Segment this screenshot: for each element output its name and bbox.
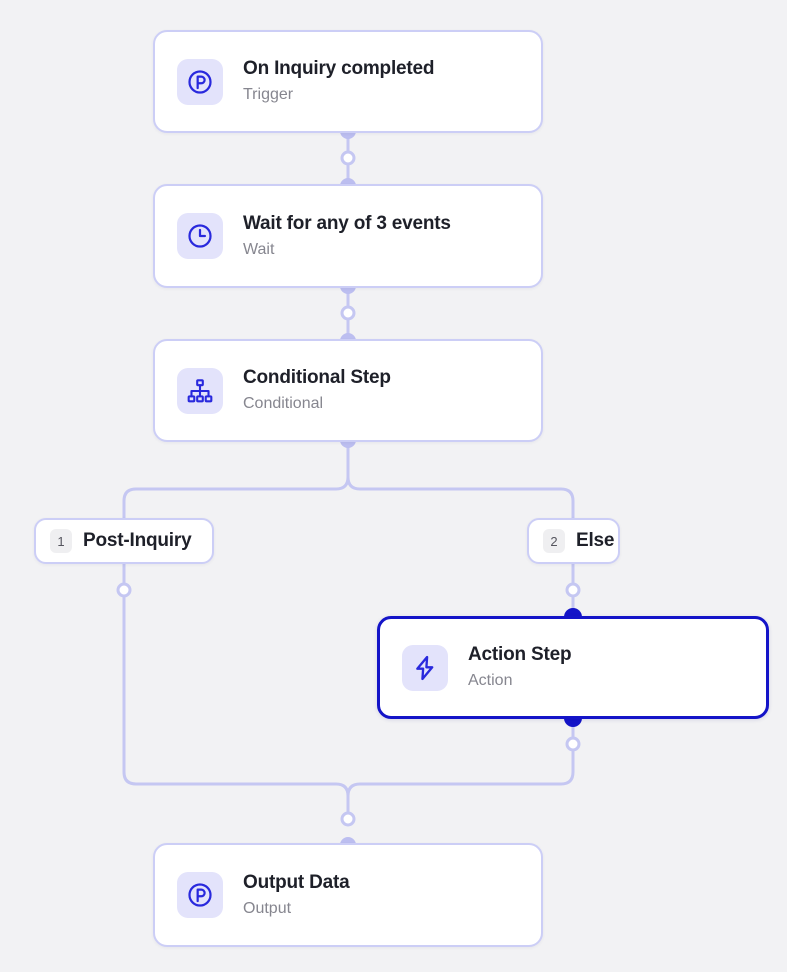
- node-conditional[interactable]: Conditional Step Conditional: [153, 339, 543, 442]
- connector-add-node-handle-merge[interactable]: [340, 811, 356, 827]
- connector-split-left: [122, 438, 350, 521]
- node-action[interactable]: Action Step Action: [377, 616, 769, 719]
- node-subtitle: Conditional: [243, 395, 324, 413]
- branch-label-else[interactable]: 2 Else: [527, 518, 620, 564]
- branch-label-text: Post-Inquiry: [83, 530, 192, 551]
- node-title: Action Step: [468, 644, 572, 666]
- node-output-text: Output Data Output: [243, 871, 350, 919]
- branch-label-text: Else: [576, 530, 615, 551]
- node-trigger[interactable]: On Inquiry completed Trigger: [153, 30, 543, 133]
- clock-icon: [177, 213, 223, 259]
- connector-split-right: [346, 438, 575, 521]
- node-wait[interactable]: Wait for any of 3 events Wait: [153, 184, 543, 288]
- node-subtitle: Output: [243, 899, 292, 917]
- branch-label-post-inquiry[interactable]: 1 Post-Inquiry: [34, 518, 214, 564]
- connector-add-node-handle-branch2[interactable]: [565, 582, 581, 598]
- connector-add-node-handle-1[interactable]: [340, 150, 356, 166]
- node-subtitle: Wait: [243, 240, 275, 258]
- branch-number-badge: 1: [50, 529, 72, 553]
- hierarchy-icon: [177, 367, 223, 414]
- connector-add-node-handle-action-out[interactable]: [565, 736, 581, 752]
- node-subtitle: Trigger: [243, 86, 294, 104]
- connector-action-to-merge: [346, 716, 575, 821]
- branch-number-badge: 2: [543, 529, 565, 553]
- circled-p-icon: [177, 872, 223, 918]
- node-title: Output Data: [243, 871, 350, 893]
- circled-p-icon: [177, 58, 223, 105]
- lightning-bolt-icon: [402, 644, 448, 691]
- node-action-text: Action Step Action: [468, 643, 572, 691]
- node-subtitle: Action: [468, 672, 513, 690]
- node-title: Conditional Step: [243, 367, 391, 389]
- connector-branch1-to-merge: [122, 562, 350, 821]
- node-wait-text: Wait for any of 3 events Wait: [243, 212, 451, 260]
- connector-add-node-handle-branch1[interactable]: [116, 582, 132, 598]
- node-trigger-text: On Inquiry completed Trigger: [243, 57, 435, 105]
- node-conditional-text: Conditional Step Conditional: [243, 366, 391, 414]
- connector-add-node-handle-2[interactable]: [340, 305, 356, 321]
- node-title: Wait for any of 3 events: [243, 212, 451, 234]
- node-output[interactable]: Output Data Output: [153, 843, 543, 947]
- node-title: On Inquiry completed: [243, 58, 435, 80]
